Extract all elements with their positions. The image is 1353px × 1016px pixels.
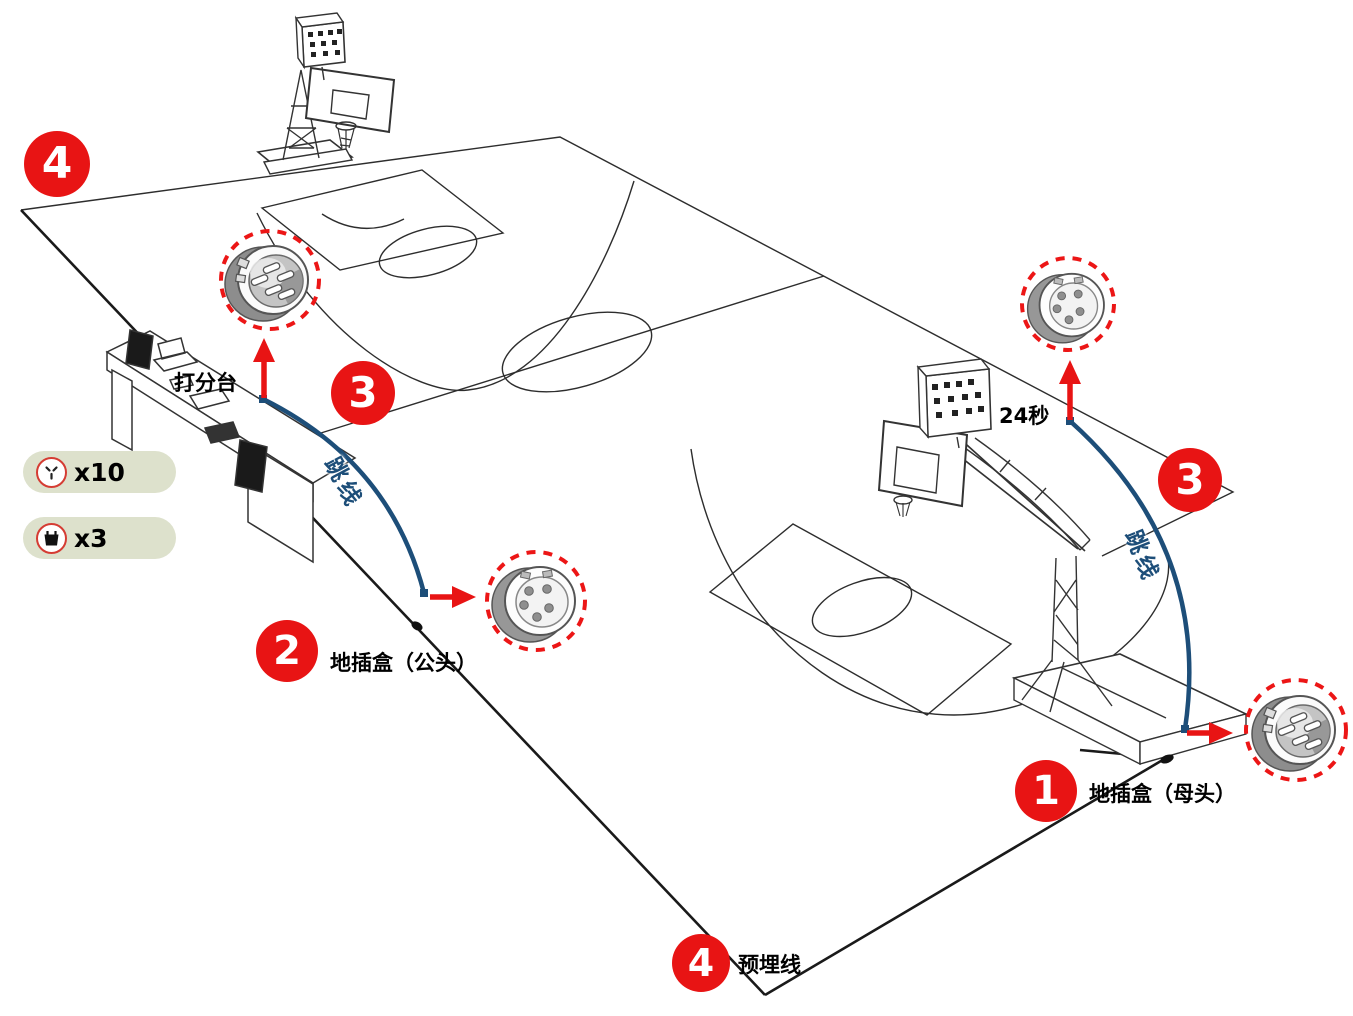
legend-item-plugs: x3 [23, 517, 176, 559]
scoring-table-label: 打分台 [174, 371, 237, 395]
monitor-right [234, 439, 268, 493]
top-key [260, 169, 505, 271]
floor-box-male-label: 地插盒（公头） [330, 651, 477, 675]
court-outline [20, 136, 1235, 557]
stand-tower [282, 69, 320, 161]
shot-clock-label: 24秒 [999, 404, 1050, 428]
embedded-wire-label: 预埋线 [738, 953, 801, 977]
callout-badge-1: 1 [1015, 760, 1077, 822]
desk-leg [111, 368, 133, 452]
jumper-wire-right [1068, 419, 1192, 730]
right-key [708, 523, 1013, 716]
net [895, 501, 911, 517]
stand-tower [1051, 555, 1079, 663]
jumper-wires [259, 395, 1192, 733]
desk-device [203, 421, 241, 444]
cable-junction-dots [411, 621, 1174, 764]
dashed-highlight-circle [219, 229, 321, 331]
callout-badge-4-bottom: 4 [672, 934, 730, 992]
hoop-stand-top [256, 12, 396, 175]
arrow-right-male-socket [430, 586, 476, 608]
callout-badge-4-top-left: 4 [24, 131, 90, 197]
callout-badge-2: 2 [256, 620, 318, 682]
monitor-left [125, 329, 154, 370]
laptop [152, 337, 199, 372]
scoring-desk [105, 329, 357, 564]
callout-badge-3-left: 3 [331, 361, 395, 425]
top-three-point-arc [256, 180, 635, 392]
cable-junction-dot [411, 621, 423, 631]
stand-legs [1021, 659, 1113, 713]
floor-box-female-label: 地插盒（母头） [1089, 782, 1236, 806]
stand-arm [964, 437, 1091, 551]
shot-clock-cube-right [916, 358, 992, 449]
dashed-highlight-circle [1020, 256, 1116, 352]
legend-count-plugs: x3 [74, 523, 108, 553]
hoop-stand-right [877, 358, 1249, 766]
arrow-up-shot-clock [1059, 360, 1081, 420]
legend-item-sockets: x10 [23, 451, 176, 493]
arrow-right-female-socket [1187, 722, 1233, 744]
connector-male-icon [224, 245, 309, 322]
connector-male-icon [1251, 695, 1336, 772]
backboard [304, 66, 396, 134]
net [337, 127, 355, 150]
center-line [259, 275, 825, 453]
arrow-up-scoring-table [253, 338, 275, 398]
top-free-throw-circle [378, 225, 478, 279]
shot-clock-cube-top [294, 12, 346, 81]
cable-route [20, 209, 1171, 997]
red-arrows [253, 338, 1233, 744]
right-three-point-arc [690, 448, 1170, 716]
center-circle [501, 311, 653, 393]
dashed-highlight-circle [1244, 678, 1348, 782]
power-socket-icon [36, 456, 67, 488]
cable-junction-dot [1160, 754, 1174, 764]
callout-badge-3-right: 3 [1158, 448, 1222, 512]
floor-socket-icons [219, 229, 1348, 782]
top-restricted-arc [321, 213, 405, 229]
legend-count-sockets: x10 [74, 457, 125, 487]
plug-connector-icon [36, 522, 67, 554]
right-free-throw-circle [811, 576, 913, 638]
desk-equipment [168, 375, 231, 410]
connector-female-icon [1026, 272, 1105, 344]
connector-female-icon [491, 566, 576, 643]
dashed-highlight-circle [485, 550, 587, 652]
jumper-wire-left [261, 396, 427, 594]
embedded-wire-left [20, 209, 766, 996]
